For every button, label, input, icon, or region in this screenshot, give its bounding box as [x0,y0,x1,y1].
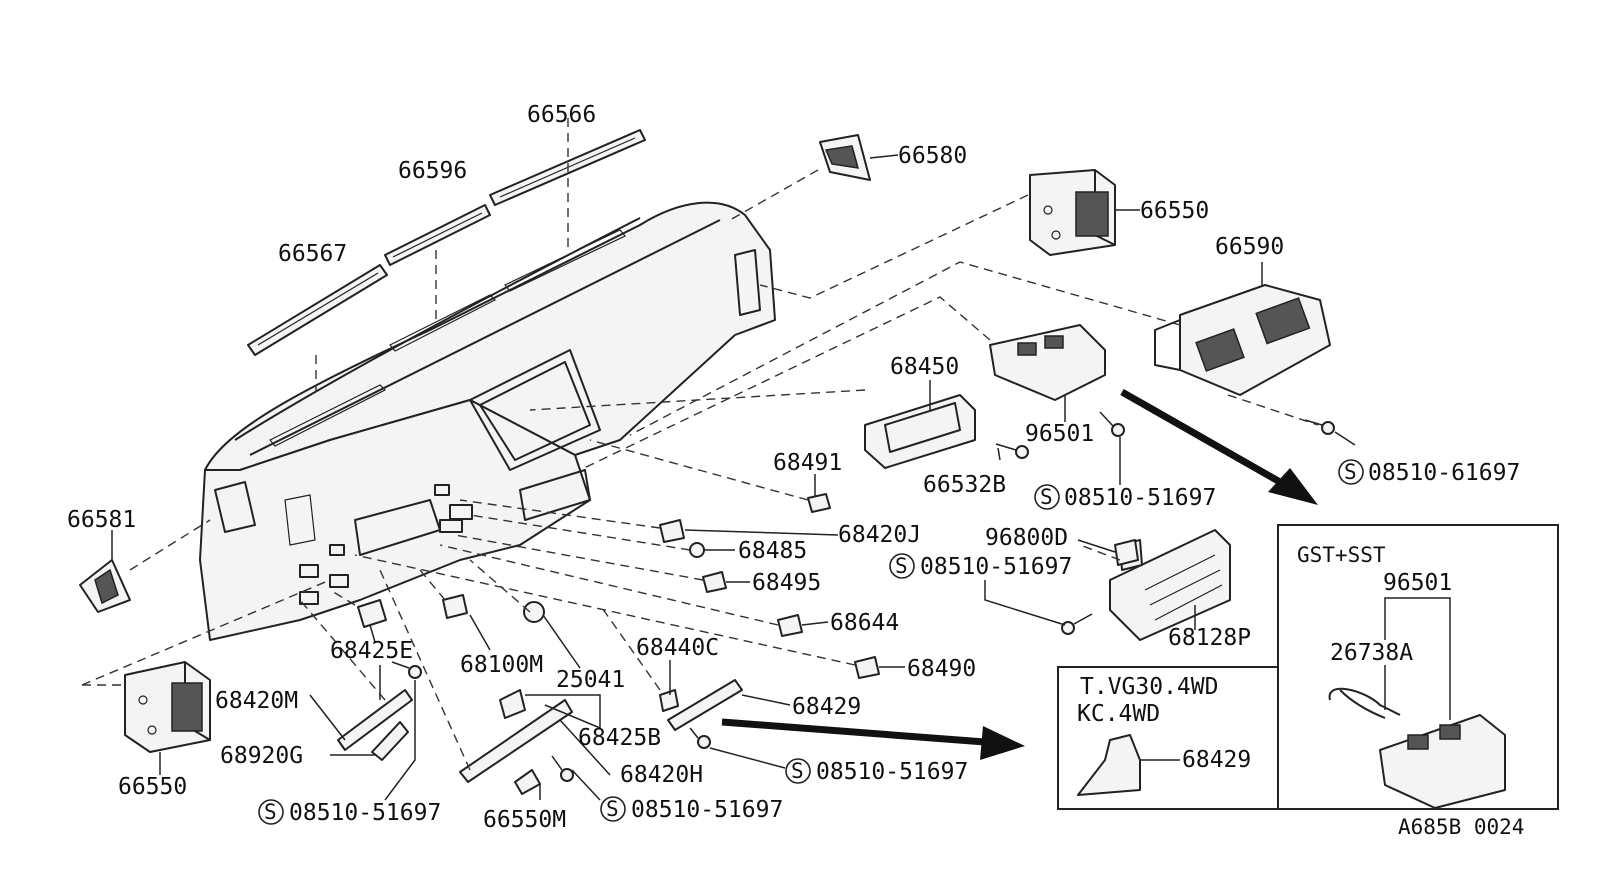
svg-text:S: S [1040,485,1053,509]
inset-variant-line2: KC.4WD [1077,701,1160,727]
cover-68429 [667,679,743,731]
cover-68420M [337,689,413,751]
label-68485: 68485 [738,538,807,564]
screw-mark-icon: S [600,796,626,822]
label-66550M: 66550M [483,807,566,833]
heater-control-66590 [1154,284,1331,396]
clip-68491 [807,493,831,513]
label-68920G: 68920G [220,743,303,769]
side-vent-66581 [79,559,131,613]
inset-variant-line1: T.VG30.4WD [1080,674,1218,700]
screw-mark-icon: S [1034,484,1060,510]
label-08510-51697-e: 08510-51697 [631,797,783,823]
label-68644: 68644 [830,610,899,636]
label-68495: 68495 [752,570,821,596]
svg-text:S: S [264,800,277,824]
label-68425B: 68425B [578,725,661,751]
label-66590: 66590 [1215,234,1284,260]
label-68490: 68490 [907,656,976,682]
label-68128P: 68128P [1168,625,1251,651]
label-66550-top: 66550 [1140,198,1209,224]
center-vent-66550-top [1029,169,1116,256]
label-08510-51697-d: 08510-51697 [289,800,441,826]
screw-icon [391,411,1335,782]
cover-68920G [371,721,409,761]
part-labels: 66566 66596 66567 66580 66550 66590 6845… [67,102,1524,839]
label-96800D: 96800D [985,525,1068,551]
label-68429-inset: 68429 [1182,747,1251,773]
label-68420H: 68420H [620,762,703,788]
label-96501-inset: 96501 [1383,570,1452,596]
svg-text:S: S [791,759,804,783]
instrument-panel-body [199,201,776,641]
label-68450: 68450 [890,354,959,380]
label-08510-51697-c: 08510-51697 [816,759,968,785]
label-26738A: 26738A [1330,640,1413,666]
svg-text:S: S [895,554,908,578]
label-96501: 96501 [1025,421,1094,447]
defroster-grille-66567 [247,264,388,356]
label-66567: 66567 [278,241,347,267]
clip-96800D [1114,539,1139,566]
leader-lines [111,154,1356,801]
clip-66550M [514,769,541,795]
svg-text:S: S [1344,460,1357,484]
label-68425E: 68425E [330,638,413,664]
clip-68644 [777,614,803,637]
cover-68420H [459,699,573,783]
clip-68440C [659,689,679,712]
svg-text:S: S [606,797,619,821]
side-vent-66580 [819,134,871,181]
center-vent-66550-bottom [124,661,211,753]
clip-68485 [689,542,705,558]
label-25041: 25041 [556,667,625,693]
clip-68100M [442,594,468,619]
ashtray-68450 [864,394,976,469]
inset-gst-title: GST+SST [1297,543,1386,567]
defroster-grille-66596 [384,204,491,266]
clip-68425B [499,689,526,719]
label-08510-51697-a: 08510-51697 [1064,485,1216,511]
label-66550-bottom: 66550 [118,774,187,800]
screw-mark-icon: S [785,758,811,784]
label-08510-61697: 08510-61697 [1368,460,1520,486]
screw-mark-icon: S [258,799,284,825]
switch-unit-96501 [989,324,1106,401]
label-68440C: 68440C [636,635,719,661]
clip-68420J [659,519,685,543]
label-68100M: 68100M [460,652,543,678]
diagram-code: A685B 0024 [1398,815,1524,839]
label-68491: 68491 [773,450,842,476]
label-68420J: 68420J [838,522,921,548]
label-66532B: 66532B [923,472,1006,498]
label-68429: 68429 [792,694,861,720]
direction-arrow-icon [721,388,1318,760]
label-66581: 66581 [67,507,136,533]
clip-68490 [854,656,880,679]
clip-68425E [357,599,387,628]
clip-68495 [702,571,727,593]
label-66566: 66566 [527,102,596,128]
assembly-lines [81,118,1319,771]
label-68420M: 68420M [215,688,298,714]
label-66580: 66580 [898,143,967,169]
knob-25041 [523,601,545,623]
inset-gst-box [1277,524,1559,810]
label-08510-51697-b: 08510-51697 [920,554,1072,580]
screw-mark-icon: S [1338,459,1364,485]
label-66596: 66596 [398,158,467,184]
screw-mark-icon: S [889,553,915,579]
